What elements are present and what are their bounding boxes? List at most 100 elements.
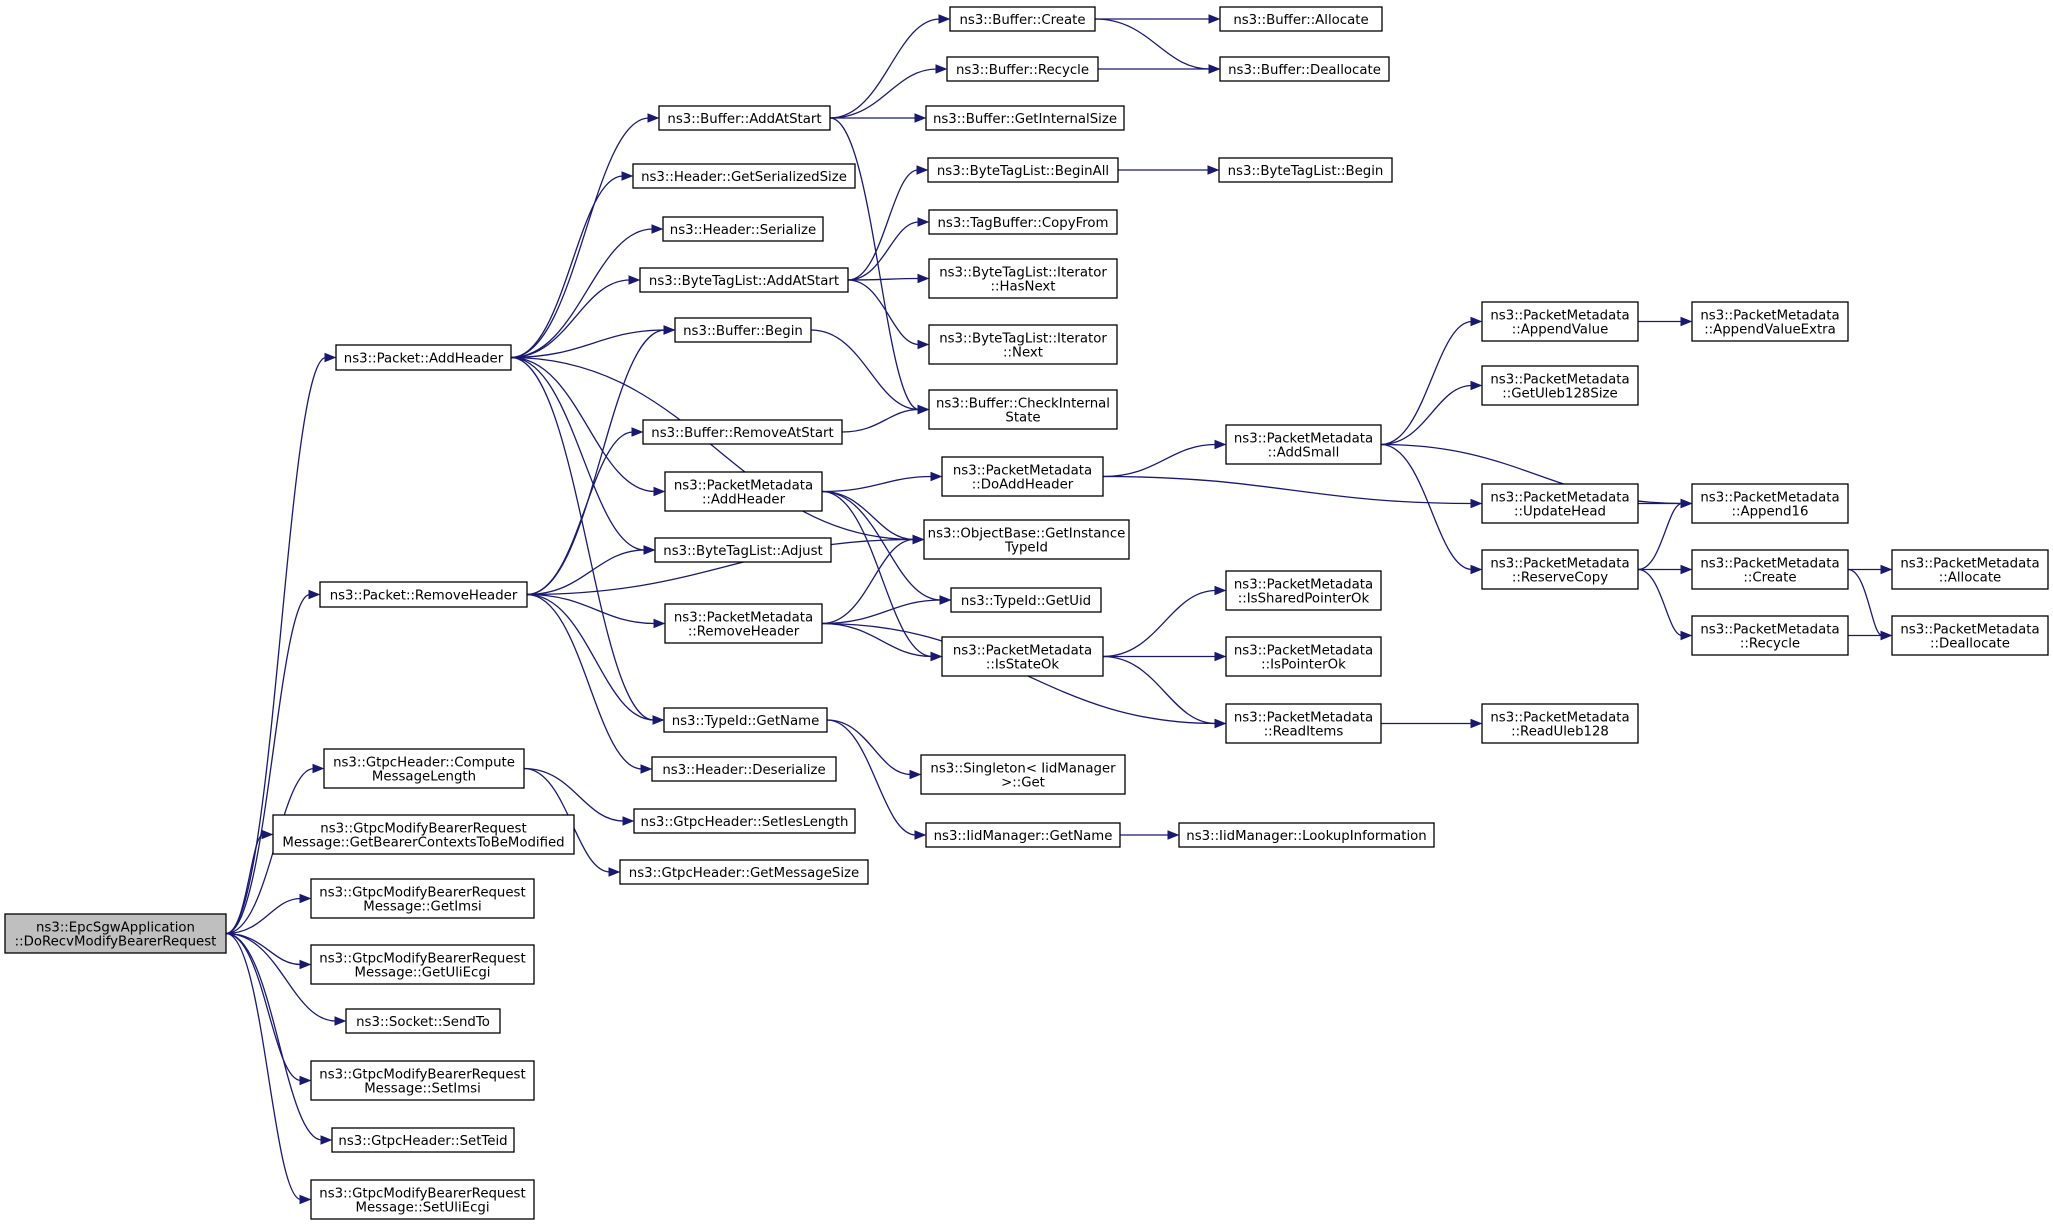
node-ns3-iidmanager-getname[interactable]: ns3::IidManager::GetName: [925, 822, 1121, 848]
node-ns3-header-deserialize[interactable]: ns3::Header::Deserialize: [651, 756, 837, 782]
node-ns3-buffer-begin[interactable]: ns3::Buffer::Begin: [674, 317, 812, 343]
node-ns3-gtpcmodifybearerrequestmessage-getimsi[interactable]: ns3::GtpcModifyBearerRequestMessage::Get…: [310, 878, 535, 919]
node-ns3-gtpcmodifybearerrequestmessage-getbearercontextstobemodified[interactable]: ns3::GtpcModifyBearerRequestMessage::Get…: [272, 814, 575, 855]
node-ns3-typeid-getuid[interactable]: ns3::TypeId::GetUid: [950, 587, 1102, 613]
node-label-line: ns3::ByteTagList::Adjust: [663, 544, 822, 559]
call-edge-arrowhead: [1208, 64, 1221, 74]
node-label-line: ns3::TagBuffer::CopyFrom: [937, 216, 1108, 231]
node-ns3-packetmetadata-ispointerok[interactable]: ns3::PacketMetadata::IsPointerOk: [1225, 636, 1382, 677]
node-ns3-header-getserializedsize[interactable]: ns3::Header::GetSerializedSize: [632, 163, 856, 189]
node-ns3-packetmetadata-doaddheader[interactable]: ns3::PacketMetadata::DoAddHeader: [941, 456, 1104, 497]
node-ns3-packet-removeheader[interactable]: ns3::Packet::RemoveHeader: [319, 581, 528, 608]
call-edge-line: [1102, 589, 1217, 658]
node-ns3-packetmetadata-readuleb128[interactable]: ns3::PacketMetadata::ReadUleb128: [1481, 703, 1639, 744]
call-edge: [1094, 18, 1221, 74]
node-label-line: ns3::ByteTagList::AddAtStart: [649, 274, 839, 289]
node-ns3-gtpcheader-setieslength[interactable]: ns3::GtpcHeader::SetIesLength: [633, 808, 856, 834]
call-edge: [510, 171, 634, 359]
node-ns3-packetmetadata-recycle[interactable]: ns3::PacketMetadata::Recycle: [1691, 615, 1849, 656]
node-ns3-packetmetadata-allocate[interactable]: ns3::PacketMetadata::Allocate: [1891, 549, 2049, 590]
node-ns3-buffer-removeatstart[interactable]: ns3::Buffer::RemoveAtStart: [642, 419, 843, 445]
node-box: [633, 808, 856, 834]
node-box: [654, 537, 832, 563]
node-ns3-gtpcmodifybearerrequestmessage-setimsi[interactable]: ns3::GtpcModifyBearerRequestMessage::Set…: [310, 1060, 535, 1101]
node-label-line: ns3::Packet::AddHeader: [344, 351, 504, 366]
node-ns3-buffer-getinternalsize[interactable]: ns3::Buffer::GetInternalSize: [925, 105, 1125, 131]
node-label-line: ::GetUleb128Size: [1502, 386, 1617, 401]
node-ns3-buffer-create[interactable]: ns3::Buffer::Create: [949, 6, 1096, 32]
call-edge: [1638, 316, 1693, 327]
node-ns3-bytetaglist-begin[interactable]: ns3::ByteTagList::Begin: [1218, 157, 1393, 183]
node-box: [928, 324, 1118, 365]
node-ns3-bytetaglist-iterator-hasnext[interactable]: ns3::ByteTagList::Iterator::HasNext: [928, 258, 1118, 299]
node-ns3-epcsgwapplication-dorecvmodifybearerrequest[interactable]: ns3::EpcSgwApplication::DoRecvModifyBear…: [4, 913, 227, 954]
call-edge-arrowhead: [909, 769, 922, 780]
node-ns3-packetmetadata-getuleb128size[interactable]: ns3::PacketMetadata::GetUleb128Size: [1481, 365, 1639, 406]
node-ns3-buffer-allocate[interactable]: ns3::Buffer::Allocate: [1219, 6, 1383, 32]
call-edge: [510, 356, 666, 497]
node-ns3-buffer-addatstart[interactable]: ns3::Buffer::AddAtStart: [658, 105, 831, 131]
node-ns3-tagbuffer-copyfrom[interactable]: ns3::TagBuffer::CopyFrom: [928, 209, 1118, 235]
node-ns3-packetmetadata-appendvalueextra[interactable]: ns3::PacketMetadata::AppendValueExtra: [1691, 301, 1849, 342]
node-ns3-gtpcheader-setteid[interactable]: ns3::GtpcHeader::SetTeid: [331, 1127, 515, 1153]
call-edge-line: [526, 549, 646, 596]
node-ns3-socket-sendto[interactable]: ns3::Socket::SendTo: [345, 1008, 501, 1034]
node-box: [927, 157, 1119, 183]
node-ns3-packetmetadata-readitems[interactable]: ns3::PacketMetadata::ReadItems: [1225, 703, 1382, 744]
call-edge-arrowhead: [652, 715, 665, 725]
node-ns3-packetmetadata-appendvalue[interactable]: ns3::PacketMetadata::AppendValue: [1481, 301, 1639, 342]
nodes-layer: ns3::EpcSgwApplication::DoRecvModifyBear…: [4, 6, 2049, 1220]
call-edge-arrowhead: [930, 651, 943, 662]
node-ns3-bytetaglist-adjust[interactable]: ns3::ByteTagList::Adjust: [654, 537, 832, 563]
node-ns3-iidmanager-lookupinformation[interactable]: ns3::IidManager::LookupInformation: [1178, 822, 1435, 848]
call-edge-line: [225, 932, 337, 1022]
call-edge-line: [225, 932, 302, 1201]
node-ns3-gtpcheader-getmessagesize[interactable]: ns3::GtpcHeader::GetMessageSize: [619, 859, 869, 885]
node-label-line: ::AppendValueExtra: [1704, 322, 1836, 337]
node-ns3-typeid-getname[interactable]: ns3::TypeId::GetName: [663, 707, 828, 733]
node-label-line: ns3::Buffer::RemoveAtStart: [651, 426, 833, 441]
node-label-line: ns3::PacketMetadata: [1900, 556, 2039, 571]
call-edge-arrowhead: [935, 64, 948, 74]
node-ns3-gtpcmodifybearerrequestmessage-setuliecgi[interactable]: ns3::GtpcModifyBearerRequestMessage::Set…: [310, 1179, 535, 1220]
node-ns3-packetmetadata-issharedpointerok[interactable]: ns3::PacketMetadata::IsSharedPointerOk: [1225, 570, 1382, 611]
node-ns3-singleton-iidmanager-get[interactable]: ns3::Singleton< IidManager >::Get: [920, 754, 1126, 795]
node-label-line: Message::SetUliEcgi: [355, 1200, 489, 1215]
node-box: [651, 756, 837, 782]
call-edge: [1637, 498, 1693, 571]
node-label-line: ::Deallocate: [1930, 636, 2010, 651]
node-ns3-packetmetadata-deallocate[interactable]: ns3::PacketMetadata::Deallocate: [1891, 615, 2049, 656]
call-edge-line: [847, 221, 920, 281]
node-ns3-bytetaglist-addatstart[interactable]: ns3::ByteTagList::AddAtStart: [639, 267, 849, 293]
node-box: [941, 636, 1104, 677]
node-ns3-buffer-recycle[interactable]: ns3::Buffer::Recycle: [946, 56, 1099, 82]
node-ns3-buffer-deallocate[interactable]: ns3::Buffer::Deallocate: [1219, 56, 1390, 82]
call-edge-arrowhead: [930, 471, 943, 482]
node-box: [662, 216, 824, 242]
node-ns3-packetmetadata-append16[interactable]: ns3::PacketMetadata::Append16: [1691, 483, 1849, 524]
node-ns3-packet-addheader[interactable]: ns3::Packet::AddHeader: [335, 344, 512, 371]
node-ns3-packetmetadata-isstateok[interactable]: ns3::PacketMetadata::IsStateOk: [941, 636, 1104, 677]
node-ns3-packetmetadata-removeheader[interactable]: ns3::PacketMetadata::RemoveHeader: [664, 603, 823, 644]
node-ns3-header-serialize[interactable]: ns3::Header::Serialize: [662, 216, 824, 242]
node-box: [950, 587, 1102, 613]
call-edge: [1098, 64, 1221, 74]
call-edge-line: [225, 593, 311, 935]
node-ns3-packetmetadata-addheader[interactable]: ns3::PacketMetadata::AddHeader: [664, 471, 823, 512]
call-edge-line: [510, 228, 654, 359]
call-edge-line: [821, 622, 933, 658]
call-edge-line: [829, 18, 941, 119]
node-label-line: ns3::GtpcHeader::Compute: [333, 755, 515, 770]
node-ns3-packetmetadata-updatehead[interactable]: ns3::PacketMetadata::UpdateHead: [1481, 483, 1639, 524]
node-ns3-gtpcmodifybearerrequestmessage-getuliecgi[interactable]: ns3::GtpcModifyBearerRequestMessage::Get…: [310, 944, 535, 985]
call-edge: [1380, 380, 1483, 446]
node-ns3-packetmetadata-create[interactable]: ns3::PacketMetadata::Create: [1691, 549, 1849, 590]
node-ns3-packetmetadata-addsmall[interactable]: ns3::PacketMetadata::AddSmall: [1225, 424, 1382, 465]
node-ns3-packetmetadata-reservecopy[interactable]: ns3::PacketMetadata::ReserveCopy: [1481, 549, 1639, 590]
node-label-line: ns3::EpcSgwApplication: [36, 920, 195, 935]
node-ns3-bytetaglist-beginall[interactable]: ns3::ByteTagList::BeginAll: [927, 157, 1119, 183]
node-ns3-bytetaglist-iterator-next[interactable]: ns3::ByteTagList::Iterator::Next: [928, 324, 1118, 365]
